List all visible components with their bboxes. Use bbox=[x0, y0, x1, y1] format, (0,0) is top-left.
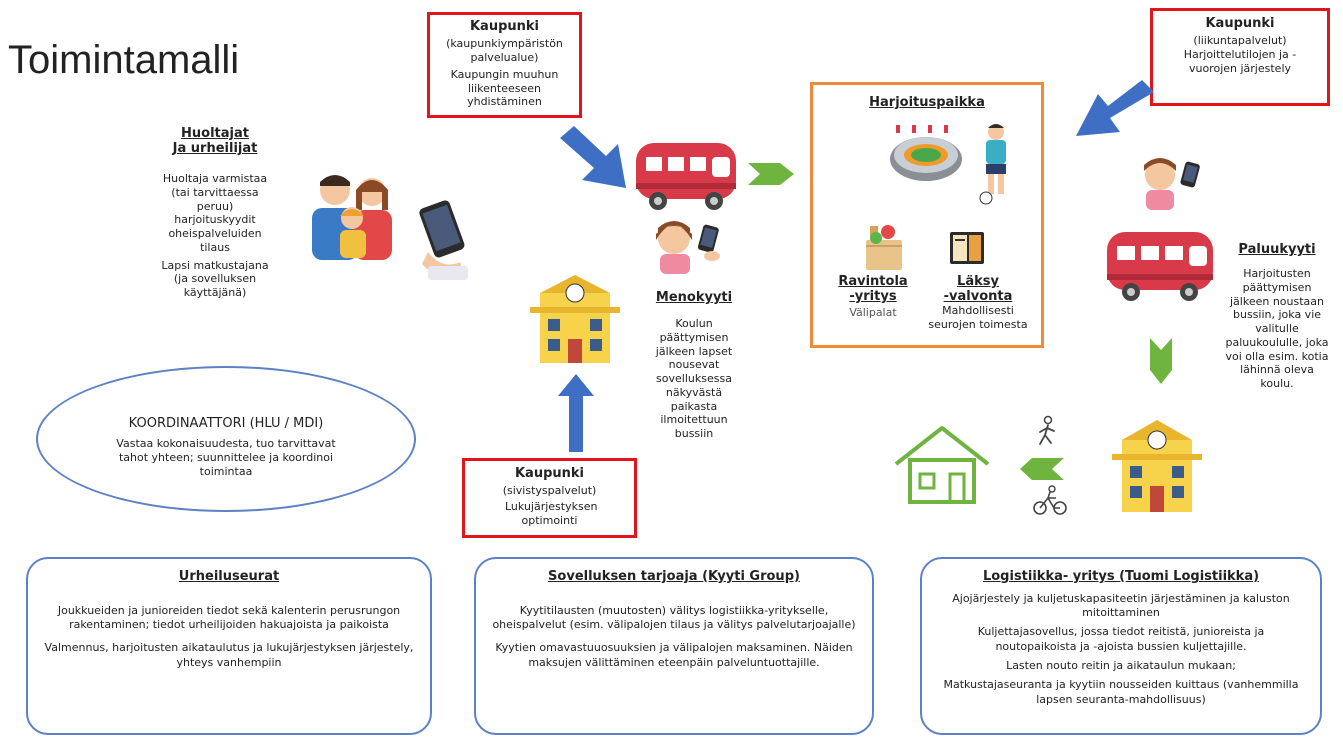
logistics-p2: Kuljettajasovellus, jossa tiedot reitist… bbox=[977, 625, 1265, 653]
girl-with-phone-icon bbox=[656, 221, 720, 274]
restaurant-sub: Välipalat bbox=[849, 306, 897, 319]
paluukyyti-block: Paluukyyti Harjoitusten päättymisen jälk… bbox=[1222, 242, 1332, 391]
city-education-sub: (sivistyspalvelut) bbox=[502, 484, 597, 498]
menokyyti-title: Menokyyti bbox=[655, 290, 733, 305]
logistics-box: Logistiikka- yritys (Tuomi Logistiikka) … bbox=[920, 557, 1322, 735]
football-player-icon bbox=[979, 124, 1006, 205]
app-provider-box: Sovelluksen tarjoaja (Kyyti Group) Kyyti… bbox=[474, 557, 874, 735]
cyclist-icon bbox=[1033, 485, 1067, 515]
coordinator-text: Vastaa kokonaisuudesta, tuo tarvittavat … bbox=[116, 437, 336, 478]
guardians-text-1: Huoltaja varmistaa (tai tarvittaessa per… bbox=[162, 172, 268, 254]
app-provider-title: Sovelluksen tarjoaja (Kyyti Group) bbox=[548, 569, 800, 584]
paluukyyti-text: Harjoitusten päättymisen jälkeen noustaa… bbox=[1225, 267, 1329, 390]
return-school-icon bbox=[1112, 420, 1202, 512]
city-environment-heading: Kaupunki bbox=[469, 19, 540, 34]
city-sports-heading: Kaupunki bbox=[1205, 16, 1275, 31]
city-sports-box: Kaupunki (liikuntapalvelut) Harjoittelut… bbox=[1150, 8, 1330, 106]
homework-block: Läksy -valvonta Mahdollisesti seurojen t… bbox=[918, 274, 1038, 332]
city-education-box: Kaupunki (sivistyspalvelut) Lukujärjesty… bbox=[462, 458, 637, 538]
city-environment-sub: (kaupunkiympäristön palvelualue) bbox=[446, 37, 563, 64]
coordinator-ellipse: KOORDINAATTORI (HLU / MDI) Vastaa kokona… bbox=[36, 366, 416, 512]
restaurant-title-2: -yritys bbox=[849, 289, 897, 304]
sports-clubs-p1: Joukkueiden ja junioreiden tiedot sekä k… bbox=[57, 603, 401, 632]
app-provider-p2: Kyytien omavastuuosuuksien ja välipaloje… bbox=[495, 641, 853, 669]
family-icon bbox=[312, 175, 468, 280]
city-education-text: Lukujärjestyksen optimointi bbox=[505, 500, 598, 527]
homework-sub: Mahdollisesti seurojen toimesta bbox=[928, 304, 1028, 331]
guardians-text-2: Lapsi matkustajana (ja sovelluksen käytt… bbox=[161, 258, 269, 300]
page-title: Toimintamalli bbox=[8, 38, 240, 82]
restaurant-title-1: Ravintola bbox=[838, 274, 908, 289]
walking-person-icon bbox=[1039, 415, 1055, 445]
paluukyyti-title: Paluukyyti bbox=[1238, 242, 1316, 257]
city-sports-sub: (liikuntapalvelut) bbox=[1193, 34, 1287, 48]
arrow-city-sports-to-training bbox=[1076, 80, 1154, 136]
restaurant-block: Ravintola -yritys Välipalat bbox=[832, 274, 914, 320]
arrow-bus-to-training bbox=[748, 163, 794, 185]
sports-clubs-p2: Valmennus, harjoitusten aikataulutus ja … bbox=[44, 641, 414, 669]
menokyyti-block: Menokyyti Koulun päättymisen jälkeen lap… bbox=[634, 290, 754, 441]
sports-clubs-box: Urheiluseurat Joukkueiden ja junioreiden… bbox=[26, 557, 432, 735]
homework-title-2: -valvonta bbox=[943, 289, 1013, 304]
logistics-p3: Lasten nouto reitin ja aikataulun mukaan… bbox=[1006, 659, 1236, 673]
school-icon bbox=[530, 275, 620, 363]
guardians-title-2: Ja urheilijat bbox=[172, 141, 258, 156]
homework-book-icon bbox=[950, 232, 984, 264]
training-place-title: Harjoituspaikka bbox=[869, 95, 985, 110]
app-provider-p1: Kyytitilausten (muutosten) välitys logis… bbox=[492, 603, 856, 632]
homework-title-1: Läksy bbox=[957, 274, 999, 289]
home-icon bbox=[894, 426, 990, 504]
city-sports-text: Harjoittelutilojen ja -vuorojen järjeste… bbox=[1183, 48, 1297, 75]
arrow-education-to-school bbox=[558, 374, 594, 452]
coordinator-title: KOORDINAATTORI (HLU / MDI) bbox=[128, 416, 324, 431]
city-environment-box: Kaupunki (kaupunkiympäristön palvelualue… bbox=[427, 12, 582, 118]
arrow-school-to-home bbox=[1020, 458, 1064, 480]
city-education-heading: Kaupunki bbox=[514, 466, 585, 481]
menokyyti-text: Koulun päättymisen jälkeen lapset nousev… bbox=[655, 317, 733, 440]
guardians-block: Huoltajat Ja urheilijat Huoltaja varmist… bbox=[140, 126, 290, 300]
logistics-p1: Ajojärjestely ja kuljetuskapasiteetin jä… bbox=[952, 591, 1290, 620]
bus-icon bbox=[636, 143, 736, 210]
sports-clubs-title: Urheiluseurat bbox=[178, 569, 280, 584]
stadium-icon bbox=[890, 125, 962, 181]
training-place-box: Harjoituspaikka bbox=[810, 82, 1044, 348]
logistics-p4: Matkustajaseuranta ja kyytiin nousseiden… bbox=[943, 678, 1299, 706]
guardians-title-1: Huoltajat bbox=[181, 126, 249, 141]
city-environment-text: Kaupungin muuhun liikenteeseen yhdistämi… bbox=[450, 67, 559, 109]
girl-with-phone-right-icon bbox=[1144, 158, 1200, 210]
arrow-city-env-to-bus bbox=[560, 126, 626, 188]
return-bus-icon bbox=[1107, 232, 1213, 301]
arrow-bus-to-school bbox=[1150, 338, 1172, 384]
grocery-bag-icon bbox=[866, 225, 902, 270]
logistics-title: Logistiikka- yritys (Tuomi Logistiikka) bbox=[982, 569, 1260, 584]
